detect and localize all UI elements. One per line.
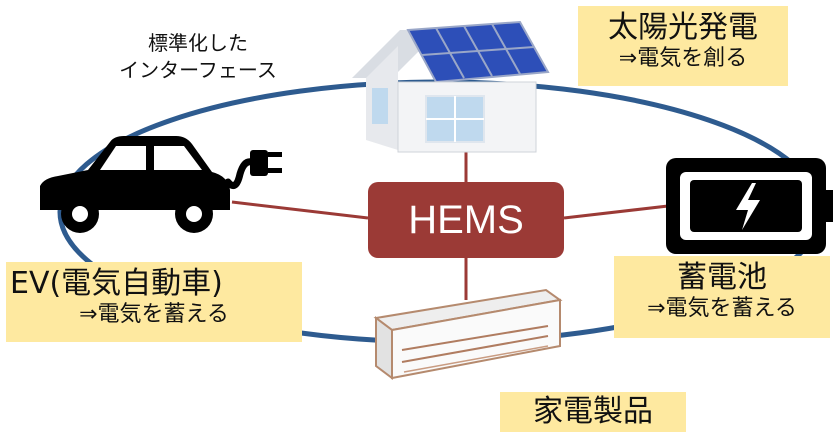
ev-title: EV(電気自動車) bbox=[10, 266, 223, 301]
ev-label-box: EV(電気自動車) ⇒電気を蓄える bbox=[6, 262, 302, 342]
ev-subtitle: ⇒電気を蓄える bbox=[79, 302, 229, 327]
battery-label-box: 蓄電池 ⇒電気を蓄える bbox=[614, 256, 830, 338]
house-solar-icon bbox=[352, 20, 550, 153]
interface-label-line1: 標準化した bbox=[148, 31, 248, 55]
solar-title: 太陽光発電 bbox=[608, 10, 758, 45]
solar-subtitle: ⇒電気を創る bbox=[618, 46, 748, 71]
battery-icon bbox=[666, 158, 833, 254]
connector-battery bbox=[563, 204, 669, 220]
hems-label: HEMS bbox=[408, 198, 524, 242]
appliance-label-box: 家電製品 bbox=[500, 392, 686, 432]
hems-center-box: HEMS bbox=[368, 182, 564, 258]
solar-label-box: 太陽光発電 ⇒電気を創る bbox=[578, 6, 788, 86]
electric-car-icon bbox=[40, 136, 282, 233]
connector-ev bbox=[231, 200, 369, 220]
air-conditioner-icon bbox=[373, 288, 563, 380]
battery-title: 蓄電池 bbox=[677, 260, 767, 295]
appliance-title: 家電製品 bbox=[533, 394, 653, 429]
interface-label: 標準化した インターフェース bbox=[100, 30, 296, 84]
battery-subtitle: ⇒電気を蓄える bbox=[647, 296, 797, 321]
interface-label-line2: インターフェース bbox=[119, 58, 277, 82]
